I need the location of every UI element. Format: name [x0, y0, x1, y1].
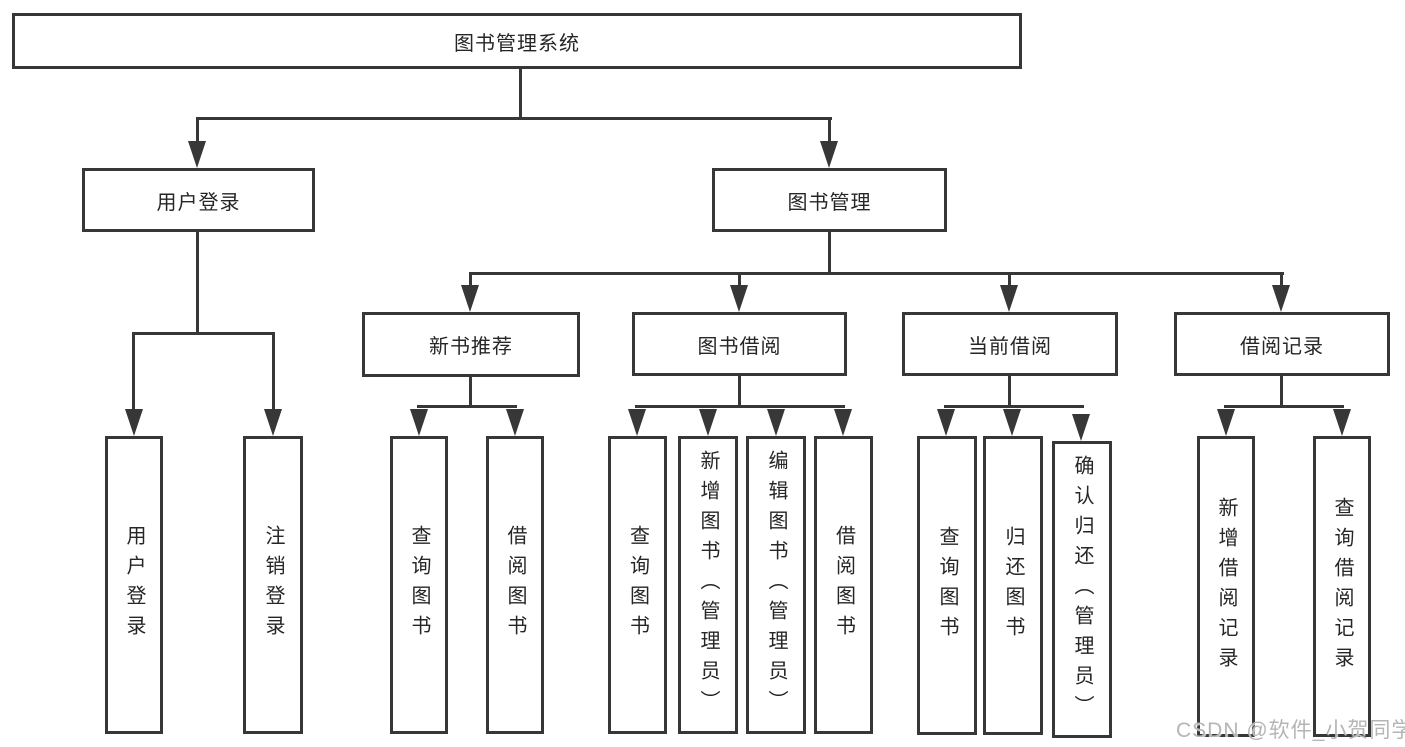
- arrow-down-icon: [767, 409, 785, 436]
- connector-line: [738, 272, 741, 290]
- node-user-login: 用户登录: [82, 168, 315, 232]
- arrow-down-icon: [1003, 409, 1021, 436]
- connector-line: [828, 232, 831, 275]
- connector-line: [469, 272, 472, 290]
- connector-line: [519, 68, 522, 119]
- leaf-borrow-books-borrowing: 借阅图书: [814, 436, 873, 734]
- node-current-borrowing: 当前借阅: [902, 312, 1118, 376]
- arrow-down-icon: [1333, 409, 1351, 436]
- leaf-logout-label: 注销登录: [262, 525, 284, 645]
- arrow-down-icon: [506, 409, 524, 436]
- arrow-down-icon: [730, 285, 748, 312]
- connector-line: [1008, 376, 1011, 408]
- connector-line: [196, 232, 199, 335]
- connector-line: [828, 117, 831, 144]
- connector-line: [272, 332, 275, 410]
- leaf-borrow-books-recommend-label: 借阅图书: [504, 525, 526, 645]
- leaf-add-borrow-record-label: 新增借阅记录: [1215, 496, 1237, 677]
- node-book-borrowing-label: 图书借阅: [697, 335, 782, 358]
- connector-line: [196, 117, 832, 120]
- leaf-return-books: 归还图书: [983, 436, 1043, 735]
- leaf-query-books-recommend-label: 查询图书: [408, 525, 430, 645]
- arrow-down-icon: [1217, 409, 1235, 436]
- node-borrowing-records: 借阅记录: [1174, 312, 1390, 376]
- leaf-edit-book-admin: 编辑图书（管理员）: [746, 436, 806, 734]
- leaf-borrow-books-recommend: 借阅图书: [486, 436, 544, 734]
- leaf-logout: 注销登录: [243, 436, 303, 734]
- connector-line: [1224, 405, 1344, 408]
- node-borrowing-records-label: 借阅记录: [1240, 335, 1324, 358]
- connector-line: [132, 332, 135, 410]
- connector-line: [1008, 272, 1011, 290]
- arrow-down-icon: [1000, 285, 1018, 312]
- csdn-watermark: CSDN @软件_小贺同学: [1176, 719, 1405, 742]
- leaf-add-book-admin: 新增图书（管理员）: [678, 436, 738, 734]
- arrow-down-icon: [461, 285, 479, 312]
- connector-line: [132, 332, 275, 335]
- leaf-user-login-label: 用户登录: [123, 525, 145, 645]
- connector-line: [738, 376, 741, 408]
- arrow-down-icon: [410, 409, 428, 436]
- leaf-confirm-return-admin: 确认归还（管理员）: [1052, 441, 1112, 738]
- leaf-query-books-current: 查询图书: [917, 436, 977, 735]
- node-new-book-recommend-label: 新书推荐: [429, 336, 513, 358]
- leaf-query-books-borrowing: 查询图书: [608, 436, 667, 734]
- node-book-management: 图书管理: [712, 168, 947, 232]
- connector-line: [944, 405, 1084, 408]
- leaf-borrow-books-borrowing-label: 借阅图书: [832, 525, 855, 645]
- leaf-return-books-label: 归还图书: [1002, 525, 1024, 646]
- node-user-login-label: 用户登录: [156, 191, 241, 214]
- leaf-query-books-current-label: 查询图书: [936, 525, 958, 646]
- leaf-user-login: 用户登录: [105, 436, 163, 734]
- node-book-borrowing: 图书借阅: [632, 312, 847, 376]
- arrow-down-icon: [1072, 414, 1090, 441]
- connector-line: [196, 117, 199, 144]
- arrow-down-icon: [820, 141, 838, 168]
- connector-line: [635, 405, 845, 408]
- leaf-query-borrow-record: 查询借阅记录: [1313, 436, 1371, 737]
- node-book-management-label: 图书管理: [787, 191, 872, 214]
- leaf-edit-book-admin-label: 编辑图书（管理员）: [765, 450, 787, 720]
- node-root: 图书管理系统: [12, 13, 1022, 69]
- connector-line: [1280, 376, 1283, 408]
- node-current-borrowing-label: 当前借阅: [968, 335, 1052, 358]
- connector-line: [469, 272, 1284, 275]
- arrow-down-icon: [264, 409, 282, 436]
- connector-line: [417, 405, 517, 408]
- leaf-query-books-borrowing-label: 查询图书: [626, 525, 649, 645]
- arrow-down-icon: [125, 409, 143, 436]
- leaf-add-book-admin-label: 新增图书（管理员）: [697, 450, 719, 720]
- leaf-query-books-recommend: 查询图书: [390, 436, 448, 734]
- arrow-down-icon: [937, 409, 955, 436]
- arrow-down-icon: [188, 141, 206, 168]
- arrow-down-icon: [699, 409, 717, 436]
- leaf-query-borrow-record-label: 查询借阅记录: [1331, 496, 1353, 677]
- leaf-add-borrow-record: 新增借阅记录: [1197, 436, 1255, 737]
- leaf-confirm-return-admin-label: 确认归还（管理员）: [1071, 454, 1093, 725]
- arrow-down-icon: [1272, 285, 1290, 312]
- node-root-label: 图书管理系统: [454, 32, 580, 55]
- connector-line: [469, 377, 472, 408]
- arrow-down-icon: [628, 409, 646, 436]
- node-new-book-recommend: 新书推荐: [362, 312, 580, 377]
- arrow-down-icon: [834, 409, 852, 436]
- connector-line: [1280, 272, 1283, 290]
